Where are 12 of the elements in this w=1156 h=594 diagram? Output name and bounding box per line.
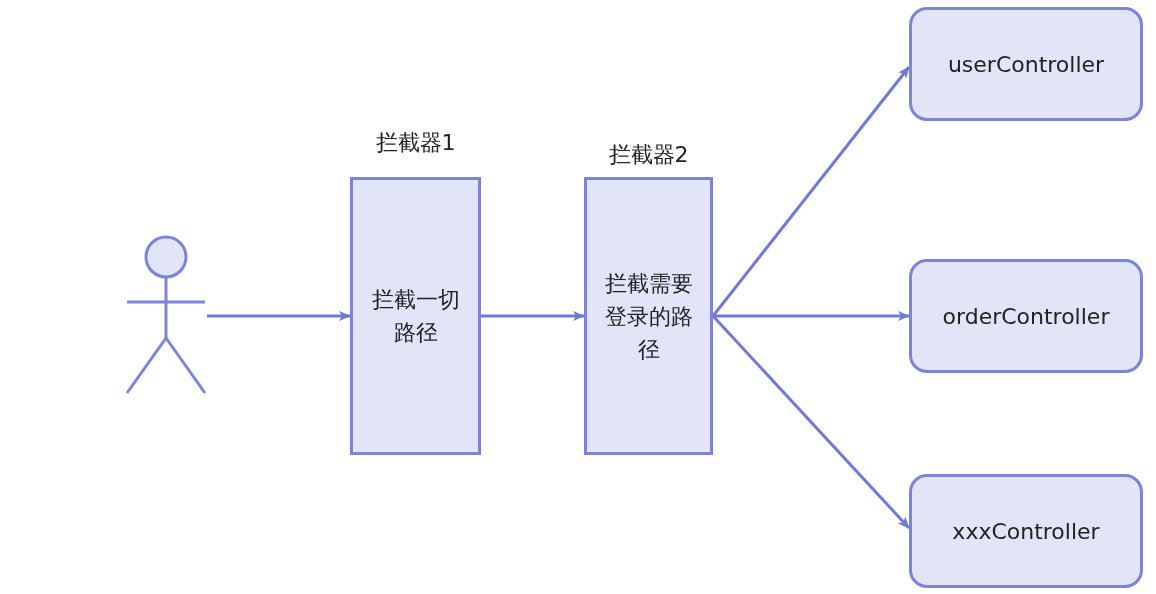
box-text: 拦截需要登录的路径: [603, 269, 694, 364]
arrow: [711, 315, 911, 529]
interceptor-label: 拦截器2: [608, 141, 689, 169]
box-text: orderController: [942, 302, 1110, 331]
arrow: [207, 311, 351, 321]
box-text: xxxController: [952, 517, 1100, 546]
arrow: [711, 66, 911, 317]
interceptor-label: 拦截器1: [375, 129, 456, 157]
box-text: userController: [947, 50, 1105, 79]
box-text: 拦截一切路径: [370, 286, 461, 347]
arrow: [481, 311, 585, 321]
arrow: [713, 311, 910, 321]
